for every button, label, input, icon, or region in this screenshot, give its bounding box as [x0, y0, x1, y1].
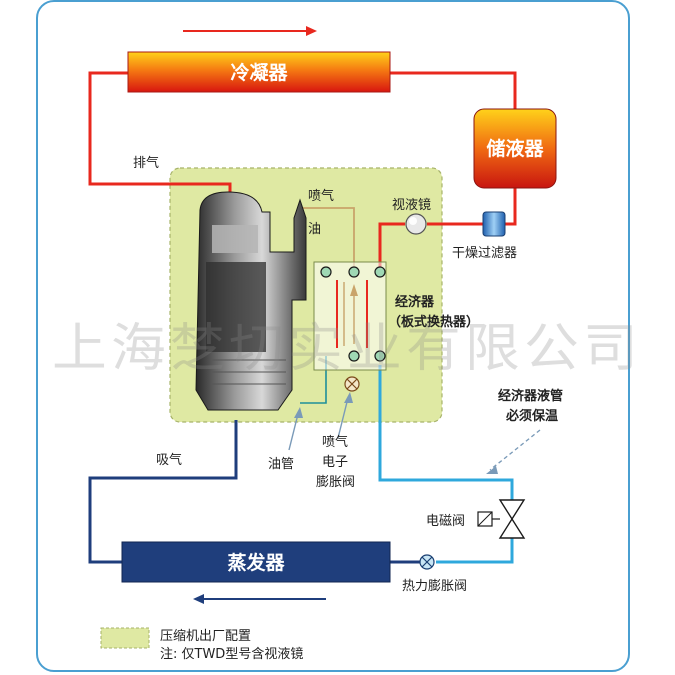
compressor-icon [195, 191, 307, 411]
dryer-filter-icon [482, 211, 506, 237]
insulation-note-leader [489, 429, 541, 471]
economizer-label-line1: 经济器 [395, 294, 435, 310]
injection-valve-leader [337, 397, 349, 439]
legend-swatch [100, 627, 150, 649]
injection-gas-label: 喷气 [308, 188, 334, 204]
receiver-box [473, 108, 557, 189]
watermark-text: 上海椘切实业有限公司 [52, 319, 642, 379]
oil-pipe-leader [288, 413, 299, 451]
suction-line [88, 420, 420, 564]
oil-pipe-label: 油管 [268, 457, 294, 472]
dryer-filter-label: 干燥过滤器 [452, 246, 517, 261]
liquid-line [378, 365, 514, 564]
condenser-label: 冷凝器 [230, 61, 288, 84]
injection-valve-label-line2: 电子 [322, 455, 348, 470]
suction-label: 吸气 [156, 452, 182, 468]
sight-glass-icon [405, 213, 427, 235]
insulation-note-line1: 经济器液管 [498, 388, 563, 404]
legend-line2: 注: 仅TWD型号含视液镜 [160, 646, 303, 662]
economizer-label-line2: （板式换热器） [388, 314, 479, 330]
hot-lines [88, 71, 517, 268]
injection-valve-label-line3: 膨胀阀 [316, 475, 355, 490]
thermal-expansion-valve-icon [419, 554, 435, 570]
legend-line1: 压缩机出厂配置 [160, 628, 251, 644]
receiver-label: 储液器 [486, 137, 544, 160]
sight-glass-label: 视液镜 [392, 198, 431, 213]
thermal-expansion-valve-label: 热力膨胀阀 [402, 579, 467, 594]
flow-arrow-bottom [193, 594, 326, 604]
oil-label: 油 [308, 222, 321, 237]
flow-arrow-top [183, 26, 317, 36]
solenoid-valve-label: 电磁阀 [426, 514, 465, 529]
insulation-note-line2: 必须保温 [505, 408, 558, 424]
injection-expansion-valve-icon [344, 376, 360, 392]
solenoid-valve-icon [477, 499, 526, 539]
oil-line [300, 356, 327, 404]
evaporator-label: 蒸发器 [227, 551, 285, 574]
evaporator-box [121, 541, 391, 583]
injection-valve-label-line1: 喷气 [322, 434, 348, 450]
economizer-icon [313, 261, 387, 371]
condenser-box [127, 51, 391, 93]
discharge-label: 排气 [133, 155, 159, 171]
